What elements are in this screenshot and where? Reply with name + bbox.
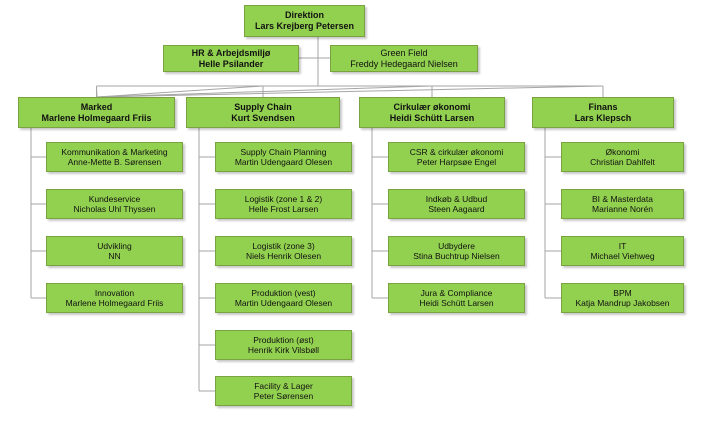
box-person-name: Marlene Holmegaard Friis bbox=[41, 112, 152, 123]
box-person-name: Lars Krejberg Petersen bbox=[254, 21, 355, 31]
box-person-name: Martin Udengaard Olesen bbox=[234, 298, 333, 308]
box-person-name: Helle Psilander bbox=[198, 58, 264, 69]
box-person-name: Nicholas Uhl Thyssen bbox=[73, 204, 156, 214]
box-title: IT bbox=[618, 240, 627, 251]
department-drop bbox=[96, 85, 264, 98]
box-person-name: Lars Klepsch bbox=[574, 112, 632, 123]
box-person-name: NN bbox=[108, 251, 121, 261]
box-person-name: Kurt Svendsen bbox=[231, 112, 295, 123]
box-person-name: Heidi Schütt Larsen bbox=[389, 112, 475, 123]
box-person-name: Marianne Norén bbox=[592, 204, 653, 214]
box-title: CSR & cirkulær økonomi bbox=[409, 146, 504, 157]
department-drop bbox=[96, 85, 433, 98]
box-person-name: Peter Sørensen bbox=[253, 391, 314, 401]
box-title: Supply Chain bbox=[234, 101, 292, 112]
box-person-name: Anne-Mette B. Sørensen bbox=[67, 157, 162, 167]
box-person-name: Helle Frost Larsen bbox=[248, 204, 319, 214]
box-person-name: Katja Mandrup Jakobsen bbox=[575, 298, 670, 308]
box-title: Logistik (zone 3) bbox=[252, 240, 315, 251]
box-title: Logistik (zone 1 & 2) bbox=[244, 193, 323, 204]
unit-box[interactable]: Logistik (zone 1 & 2)Helle Frost Larsen bbox=[215, 189, 352, 219]
box-title: Kommunikation & Marketing bbox=[61, 146, 168, 157]
box-title: Direktion bbox=[284, 10, 324, 21]
unit-box[interactable]: Produktion (vest)Martin Udengaard Olesen bbox=[215, 283, 352, 313]
box-title: BPM bbox=[613, 287, 632, 298]
box-title: Facility & Lager bbox=[254, 380, 313, 391]
box-person-name: Steen Aagaard bbox=[428, 204, 485, 214]
unit-box[interactable]: Produktion (øst)Henrik Kirk Vilsbøll bbox=[215, 330, 352, 360]
box-person-name: Michael Viehweg bbox=[590, 251, 655, 261]
box-person-name: Marlene Holmegaard Friis bbox=[65, 298, 164, 308]
box-title: Økonomi bbox=[605, 146, 640, 157]
box-title: Marked bbox=[80, 101, 113, 112]
box-title: Udbydere bbox=[438, 240, 475, 251]
box-person-name: Peter Harpsøe Engel bbox=[416, 157, 497, 167]
unit-box[interactable]: Logistik (zone 3)Niels Henrik Olesen bbox=[215, 236, 352, 266]
department-drop bbox=[96, 85, 604, 98]
box-title: Kundeservice bbox=[88, 193, 141, 204]
box-person-name: Heidi Schütt Larsen bbox=[419, 298, 494, 308]
box-title: Supply Chain Planning bbox=[240, 146, 327, 157]
box-person-name: Niels Henrik Olesen bbox=[245, 251, 322, 261]
box-title: Cirkulær økonomi bbox=[393, 101, 471, 112]
box-title: Produktion (øst) bbox=[253, 334, 314, 345]
box-title: Produktion (vest) bbox=[251, 287, 316, 298]
box-person-name: Christian Dahlfelt bbox=[590, 157, 655, 167]
box-title: Green Field bbox=[380, 47, 428, 58]
box-title: BI & Masterdata bbox=[592, 193, 653, 204]
box-title: Jura & Compliance bbox=[420, 287, 493, 298]
box-title: Udvikling bbox=[97, 240, 132, 251]
box-title: Innovation bbox=[94, 287, 135, 298]
box-person-name: Henrik Kirk Vilsbøll bbox=[247, 345, 320, 355]
box-title: HR & Arbejdsmiljø bbox=[191, 47, 271, 58]
box-person-name: Stina Buchtrup Nielsen bbox=[413, 251, 500, 261]
box-title: Indkøb & Udbud bbox=[425, 193, 488, 204]
box-person-name: Martin Udengaard Olesen bbox=[234, 157, 333, 167]
box-title: Finans bbox=[588, 101, 618, 112]
box-person-name: Freddy Hedegaard Nielsen bbox=[350, 58, 458, 69]
